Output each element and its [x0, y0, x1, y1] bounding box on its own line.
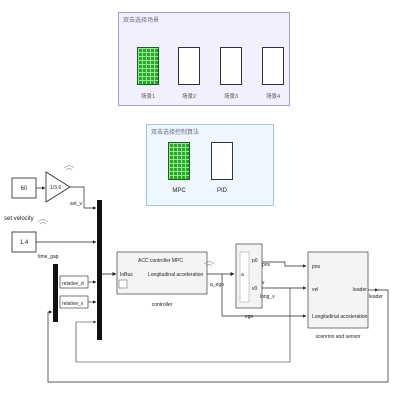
scenario-out-leader: leader	[353, 287, 367, 293]
mpc-block[interactable]	[168, 142, 190, 180]
algorithm-panel: 双击选择控制算法	[146, 124, 274, 206]
gain-block[interactable]	[45, 171, 71, 203]
ego-v-label: v	[262, 280, 265, 286]
signal-marker-icon	[203, 261, 215, 267]
scenario-4-label: 场景4	[265, 94, 281, 100]
set-velocity-value: 60	[21, 186, 28, 192]
scenario-panel-title: 双击选择场景	[123, 18, 160, 24]
scenario-1-label: 场景1	[140, 94, 156, 100]
bus-creator[interactable]	[97, 200, 102, 340]
demux-bar	[53, 264, 58, 322]
controller-block[interactable]	[116, 251, 208, 295]
pid-block[interactable]	[211, 142, 233, 180]
time-gap-value: 1.4	[20, 240, 29, 246]
controller-title: ACC controller MPC	[138, 258, 183, 264]
ego-pos-label: pos	[262, 262, 271, 268]
signal-marker-icon	[37, 219, 49, 225]
signal-marker-icon	[63, 165, 75, 171]
time-gap-label: time_gap	[38, 254, 59, 260]
controller-icon	[118, 279, 128, 289]
scenario-sensor-label: scenrino and sensor	[315, 334, 360, 340]
ego-in-port: a	[241, 272, 244, 278]
controller-out-port: Longitudinal acceleration	[148, 272, 204, 278]
scenario-3-block[interactable]	[220, 47, 242, 85]
scenario-in-pos: pos	[312, 264, 321, 270]
algorithm-panel-title: 双击选择控制算法	[151, 130, 200, 136]
ego-long-v-label: long_v	[260, 294, 275, 300]
ego-p0: p0	[252, 258, 258, 264]
mpc-label: MPC	[172, 188, 186, 194]
scenario-sensor-block[interactable]	[307, 251, 369, 329]
controller-in-port: InBus	[120, 272, 133, 278]
scenario-3-label: 场景3	[223, 94, 239, 100]
scenario-4-block[interactable]	[262, 47, 284, 85]
pid-label: PID	[216, 188, 228, 194]
set-v-label: set_v	[70, 201, 82, 207]
ego-v0: v0	[252, 286, 258, 292]
relative-d-label: relative_d	[62, 281, 84, 287]
scenario-2-label: 场景2	[181, 94, 197, 100]
scenario-1-block[interactable]	[137, 47, 159, 85]
controller-label: controller	[152, 302, 173, 308]
gain-value: 1/3.6	[50, 185, 61, 191]
scenario-in-vel: vel	[312, 287, 318, 293]
scenario-2-block[interactable]	[178, 47, 200, 85]
ego-label: ego	[245, 314, 254, 320]
scenario-in-acc: Longitudinal acceleration	[312, 314, 368, 320]
a-ego-label: a_ego	[210, 282, 224, 288]
set-velocity-label: set velocity	[4, 216, 34, 222]
ego-inner	[239, 251, 250, 303]
leader-label: leader	[369, 294, 383, 300]
relative-v-label: relative_v	[62, 301, 84, 307]
